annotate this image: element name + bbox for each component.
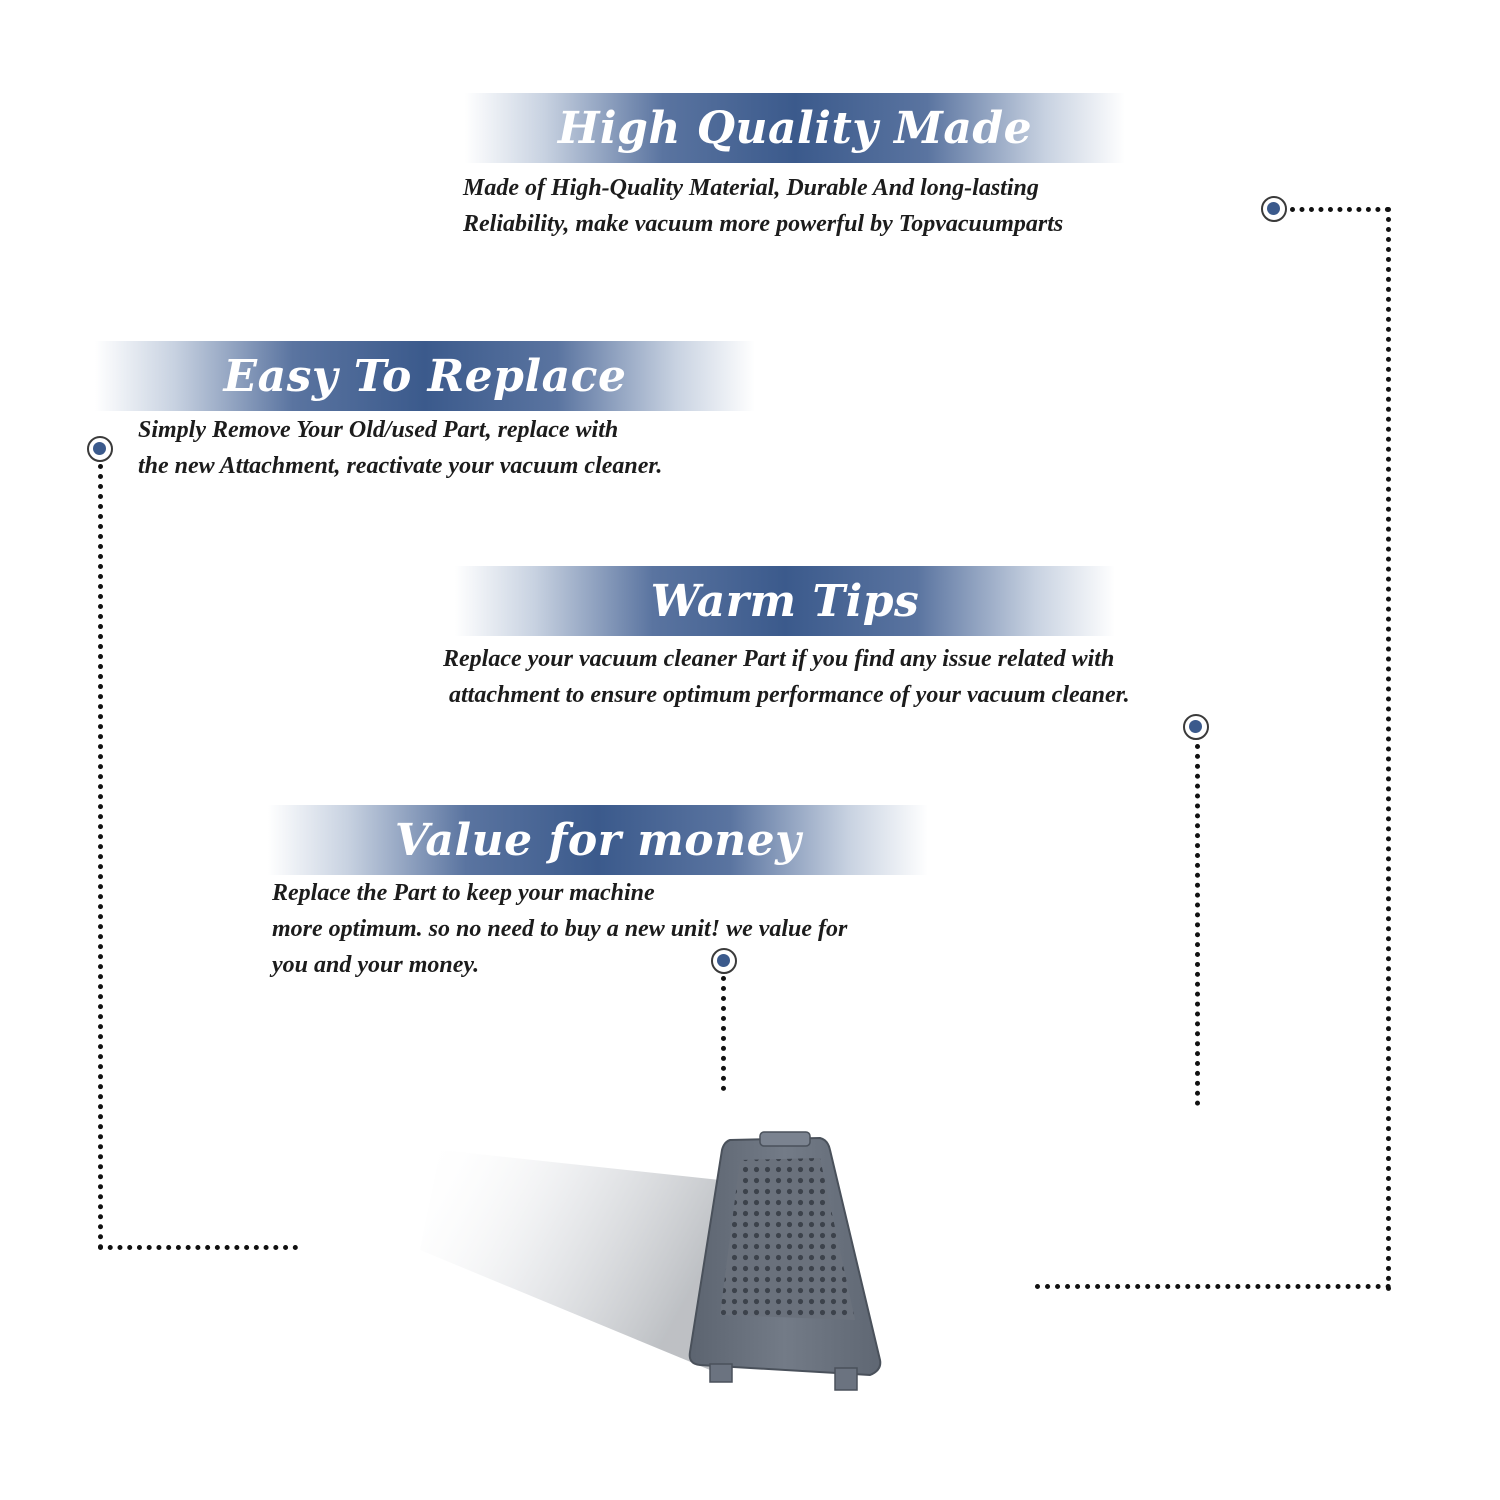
connector-line: [1035, 1284, 1391, 1289]
description-line: Replace your vacuum cleaner Part if you …: [443, 646, 1115, 672]
section-description: Replace the Part to keep your machine mo…: [272, 875, 847, 983]
connector-line: [1386, 207, 1391, 1292]
description-line: you and your money.: [272, 952, 480, 978]
description-line: Made of High-Quality Material, Durable A…: [463, 175, 1039, 201]
connector-line: [721, 976, 726, 1091]
banner-value-for-money: Value for money: [268, 805, 928, 875]
callout-marker-icon: [1183, 714, 1209, 740]
section-title: Easy To Replace: [223, 350, 627, 402]
section-description: Made of High-Quality Material, Durable A…: [463, 170, 1063, 242]
connector-line: [98, 1245, 298, 1250]
section-title: High Quality Made: [557, 102, 1033, 154]
description-line: Reliability, make vacuum more powerful b…: [463, 211, 1064, 237]
callout-marker-icon: [87, 436, 113, 462]
section-title: Warm Tips: [650, 575, 920, 627]
callout-marker-icon: [1261, 196, 1287, 222]
section-title: Value for money: [394, 814, 802, 866]
section-description: Replace your vacuum cleaner Part if you …: [443, 641, 1130, 713]
description-line: Replace the Part to keep your machine: [272, 880, 655, 906]
banner-warm-tips: Warm Tips: [455, 566, 1115, 636]
description-line: the new Attachment, reactivate your vacu…: [138, 453, 663, 479]
connector-line: [1195, 744, 1200, 1106]
description-line: Simply Remove Your Old/used Part, replac…: [138, 417, 619, 443]
callout-marker-icon: [711, 948, 737, 974]
section-description: Simply Remove Your Old/used Part, replac…: [138, 412, 662, 484]
banner-high-quality-made: High Quality Made: [465, 93, 1125, 163]
description-line: more optimum. so no need to buy a new un…: [272, 916, 848, 942]
vacuum-filter-cover-icon: [420, 1131, 882, 1391]
description-line: attachment to ensure optimum performance…: [443, 682, 1130, 708]
connector-line: [98, 464, 103, 1250]
banner-easy-to-replace: Easy To Replace: [95, 341, 755, 411]
connector-line: [1290, 207, 1390, 212]
